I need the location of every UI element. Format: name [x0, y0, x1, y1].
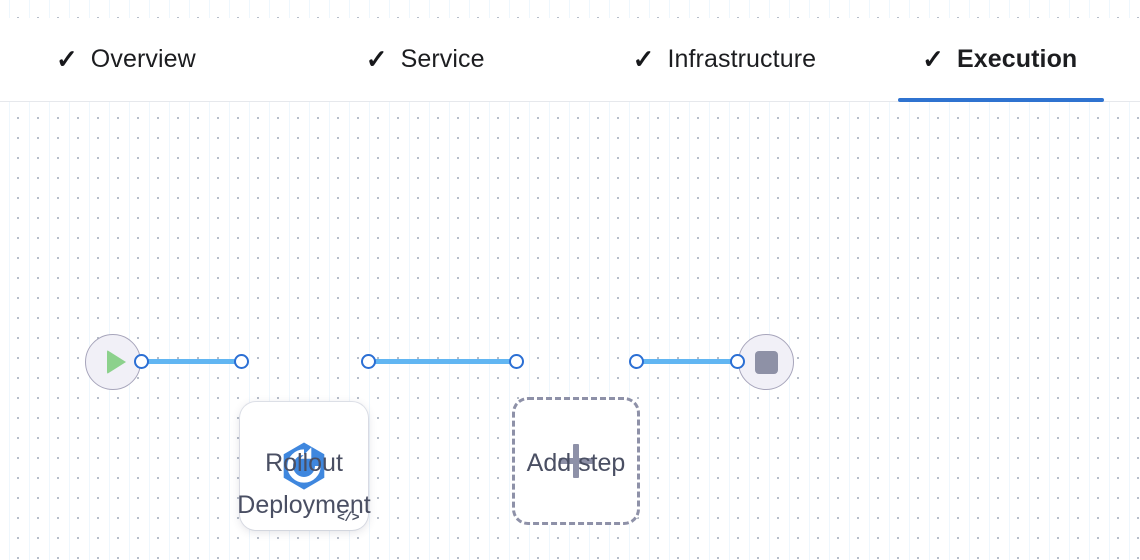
- port-addstep-output[interactable]: [629, 354, 644, 369]
- port-end-input[interactable]: [730, 354, 745, 369]
- tab-underline: [32, 98, 223, 102]
- tab-active-underline: [898, 98, 1105, 102]
- end-node[interactable]: [738, 334, 794, 390]
- tab-underline: [342, 98, 512, 102]
- plus-icon: [559, 444, 593, 478]
- code-icon: </>: [337, 510, 359, 525]
- add-step-node[interactable]: [512, 397, 640, 525]
- pipeline-stage-tabbar: ✓ Overview ✓ Service ✓ Infrastructure ✓ …: [0, 18, 1140, 102]
- tab-overview[interactable]: ✓ Overview: [32, 18, 223, 101]
- tab-underline: [609, 98, 843, 102]
- port-rollout-input[interactable]: [234, 354, 249, 369]
- stop-icon: [754, 350, 778, 374]
- port-start-output[interactable]: [134, 354, 149, 369]
- port-addstep-input[interactable]: [509, 354, 524, 369]
- execution-flow-graph: </> Rollout Deployment Add step: [0, 102, 1140, 560]
- tab-execution-label: Execution: [956, 45, 1078, 73]
- tab-infrastructure[interactable]: ✓ Infrastructure: [609, 18, 843, 101]
- tab-overview-label: Overview: [90, 45, 196, 73]
- tab-execution[interactable]: ✓ Execution: [898, 18, 1105, 102]
- play-icon: [107, 350, 126, 374]
- tab-service[interactable]: ✓ Service: [342, 18, 512, 101]
- edge-start-to-rollout: [140, 359, 244, 364]
- port-rollout-output[interactable]: [361, 354, 376, 369]
- edge-rollout-to-addstep: [366, 359, 518, 364]
- check-icon: ✓: [56, 43, 78, 74]
- tab-infrastructure-label: Infrastructure: [667, 45, 817, 73]
- tab-service-label: Service: [400, 45, 485, 73]
- start-node[interactable]: [85, 334, 141, 390]
- check-icon: ✓: [632, 43, 655, 74]
- rollout-hexagon-icon: [283, 442, 325, 490]
- check-icon: ✓: [365, 43, 388, 74]
- tab-list: ✓ Overview ✓ Service ✓ Infrastructure ✓ …: [0, 18, 1140, 102]
- check-icon: ✓: [922, 43, 944, 74]
- step-node-rollout-deployment[interactable]: </>: [240, 402, 368, 530]
- edge-addstep-to-end: [634, 359, 742, 364]
